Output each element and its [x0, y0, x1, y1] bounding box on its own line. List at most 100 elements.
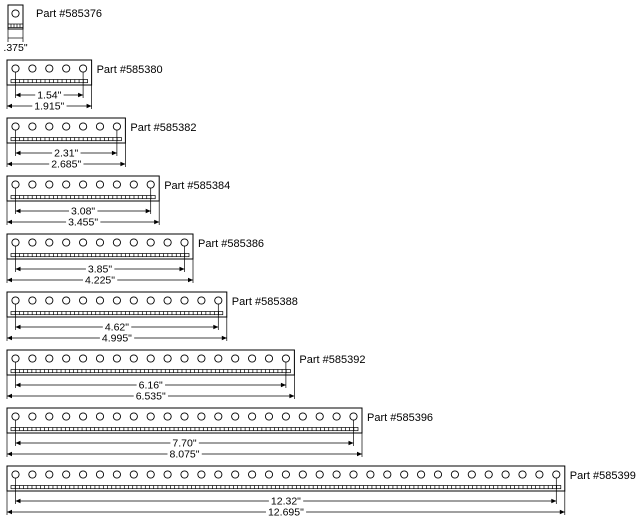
overall-length-dimension-arrow-left: [7, 335, 12, 341]
hole-span-dimension-arrow-right: [78, 92, 84, 98]
overall-length-dimension-arrow-right: [559, 509, 565, 515]
part-number-label: Part #585380: [97, 64, 163, 76]
hole-span-dimension-arrow-right: [145, 208, 151, 214]
part-1: Part #585376.375": [3, 4, 102, 54]
hole-icon: [281, 470, 290, 479]
hole-span-dimension-label-bg: [102, 321, 132, 334]
hole-span-dimension-label: 3.85": [88, 264, 112, 276]
hole-icon: [146, 180, 155, 189]
hole-icon: [163, 470, 172, 479]
hole-icon: [197, 296, 206, 305]
overall-length-dimension-label-bg: [99, 332, 135, 345]
overall-length-dimension-arrow-right: [221, 335, 227, 341]
part-number-label: Part #585382: [130, 122, 196, 134]
hole-icon: [535, 470, 544, 479]
part-number-label: Part #585392: [299, 354, 365, 366]
hole-span-dimension-label: 2.31": [54, 148, 78, 160]
hole-icon: [28, 64, 37, 73]
hole-icon: [62, 180, 71, 189]
hole-icon: [62, 122, 71, 131]
hole-icon: [62, 296, 71, 305]
hole-icon: [146, 354, 155, 363]
hole-icon: [129, 296, 138, 305]
overall-length-dimension-label-bg: [133, 390, 168, 403]
hole-icon: [11, 354, 20, 363]
overall-length-dimension-arrow-left: [7, 451, 12, 457]
hole-icon: [79, 238, 88, 247]
hole-span-dimension-arrow-right: [213, 324, 219, 330]
overall-length-dimension-label: 3.455": [68, 217, 98, 229]
overall-length-dimension-label: 12.695": [268, 507, 304, 519]
hole-icon: [180, 238, 189, 247]
hole-icon: [28, 354, 37, 363]
overall-length-dimension-arrow-left: [7, 103, 12, 109]
hole-icon: [433, 470, 443, 479]
part-number-label: Part #585388: [232, 296, 298, 308]
hole-icon: [79, 64, 88, 73]
hole-span-dimension-label: 3.08": [71, 206, 95, 218]
hole-icon: [214, 354, 223, 363]
hole-icon: [45, 238, 54, 247]
hole-icon: [45, 64, 54, 73]
hole-span-dimension-label: 4.62": [105, 322, 129, 334]
hole-icon: [28, 470, 37, 479]
hole-icon: [349, 412, 358, 421]
overall-length-dimension-arrow-left: [7, 509, 12, 515]
hole-span-dimension-arrow-left: [15, 382, 21, 388]
hole-icon: [264, 470, 274, 479]
hole-icon: [129, 470, 138, 479]
hole-span-dimension-arrow-right: [551, 498, 557, 504]
hole-span-dimension-label: 6.16": [139, 380, 163, 392]
hole-span-dimension-arrow-left: [15, 92, 21, 98]
overall-length-dimension-label: 8.075": [169, 449, 199, 461]
overall-length-dimension-label: 4.995": [102, 333, 132, 345]
hole-icon: [79, 412, 88, 421]
part-6: Part #585388 4.62"4.995": [6, 291, 298, 345]
hole-icon: [95, 470, 105, 479]
hole-icon: [112, 296, 121, 305]
hole-icon: [231, 470, 240, 479]
hole-icon: [129, 354, 138, 363]
hole-icon: [129, 412, 138, 421]
hole-icon: [129, 238, 138, 247]
hole-icon: [45, 470, 54, 479]
overall-length-dimension-label: 4.225": [85, 275, 115, 287]
hole-icon: [248, 354, 257, 363]
overall-length-dimension-label: 2.685": [51, 159, 81, 171]
hole-icon: [79, 122, 88, 131]
hole-icon: [248, 470, 257, 479]
hole-icon: [231, 412, 240, 421]
hole-icon: [163, 412, 172, 421]
hole-icon: [450, 470, 459, 479]
hole-icon: [501, 470, 510, 479]
overall-length-dimension-label-bg: [167, 448, 202, 461]
hole-icon: [11, 238, 20, 247]
hole-icon: [11, 180, 20, 189]
terminal-strip: [10, 485, 562, 490]
hole-icon: [45, 296, 54, 305]
hole-icon: [366, 470, 375, 479]
hole-icon: [197, 470, 206, 479]
hole-icon: [95, 122, 105, 131]
overall-length-dimension-label-bg: [32, 100, 67, 113]
hole-icon: [467, 470, 476, 479]
hole-icon: [62, 354, 71, 363]
hole-icon: [197, 354, 206, 363]
hole-icon: [62, 470, 71, 479]
hole-icon: [214, 296, 223, 305]
overall-length-dimension-label-bg: [82, 274, 118, 287]
hole-span-dimension-label-bg: [268, 495, 304, 508]
hole-icon: [11, 470, 20, 479]
hole-icon: [79, 354, 88, 363]
hole-span-dimension-label: 1.54": [37, 90, 61, 102]
hole-icon: [315, 470, 324, 479]
overall-length-dimension-label-bg: [49, 158, 84, 171]
hole-icon: [11, 412, 20, 421]
hole-icon: [95, 180, 105, 189]
hole-icon: [197, 412, 206, 421]
hole-icon: [417, 470, 426, 479]
hole-span-dimension-arrow-right: [111, 150, 117, 156]
